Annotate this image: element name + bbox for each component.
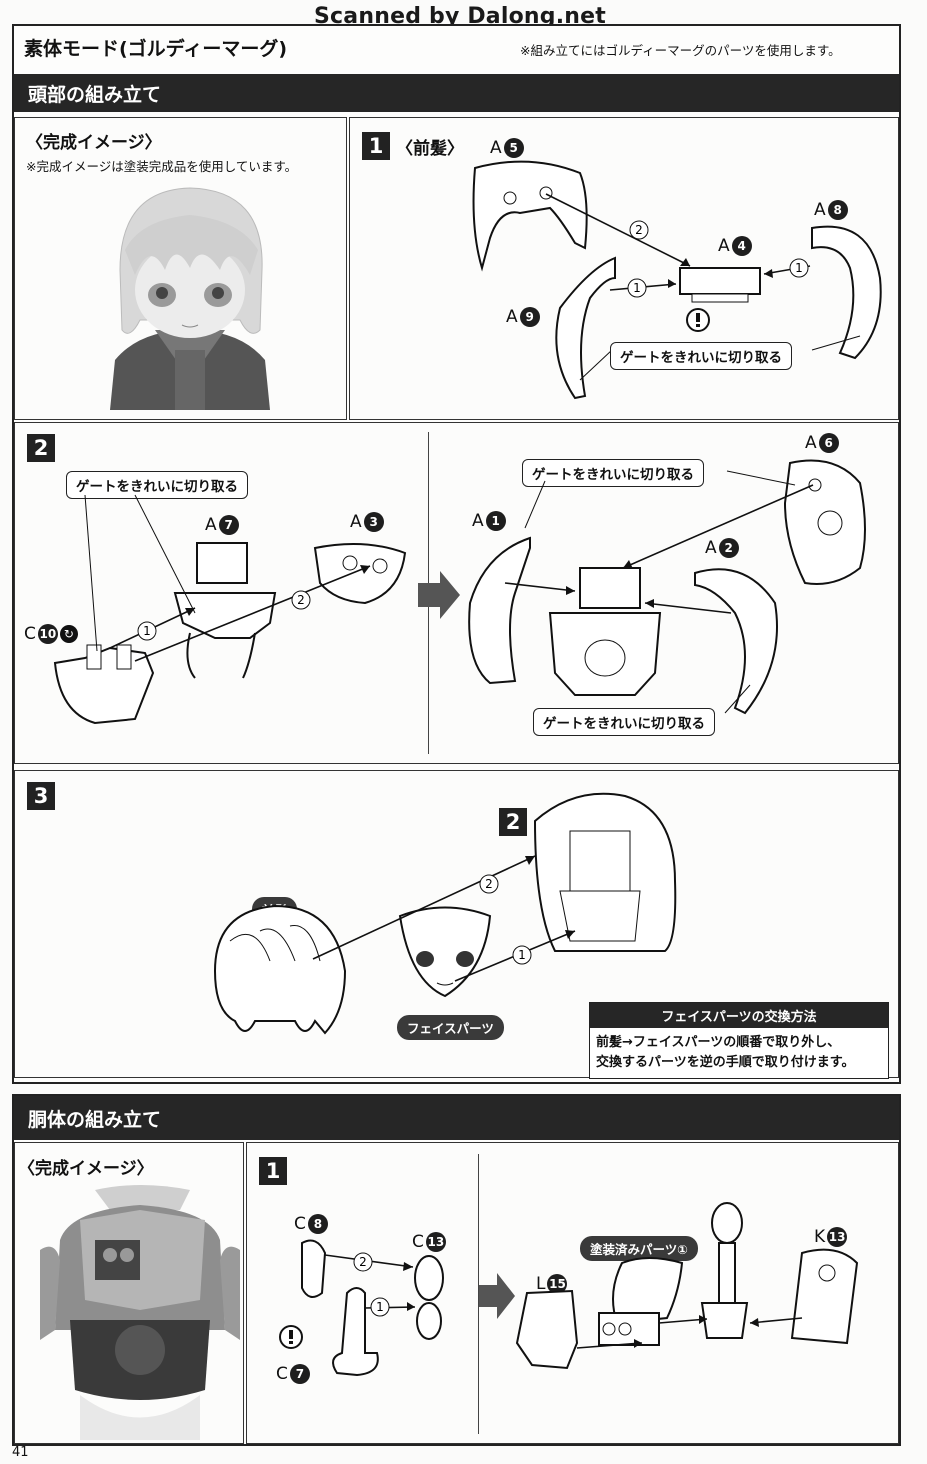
face-swap-info-title: フェイスパーツの交換方法 [590,1003,888,1028]
step2-gate-callout-left: ゲートをきれいに切り取る [66,471,248,499]
face-swap-info-line1: 前髪→フェイスパーツの順番で取り外し、 [596,1035,841,1050]
torso-step1-divider [478,1154,479,1434]
head-complete-illustration [110,187,270,410]
page-number: 41 [12,1445,29,1460]
torso-order-1: 1 [376,1300,384,1314]
step3-diagram: 2 1 [213,792,677,1035]
step2-order-1: 1 [143,624,151,638]
step2-number: 2 [27,434,55,462]
complete-image-heading: 〈完成イメージ〉 [26,133,162,153]
torso-complete-illustration [40,1185,240,1440]
header-title: 素体モード(ゴルディーマーグ) [24,38,288,60]
torso-order-2: 2 [359,1255,367,1269]
step1-diagram: 2 1 1 [472,160,882,400]
torso-section-title: 胴体の組み立て [14,1096,899,1140]
step1-heading: 〈前髪〉 [396,139,464,159]
step2-gate-callout-bottom: ゲートをきれいに切り取る [533,708,715,736]
torso-proceed-arrow-icon [479,1273,515,1319]
face-parts-label: フェイスパーツ [397,1015,504,1040]
rotate-icon: ↻ [59,625,78,643]
face-swap-info-line2: 交換するパーツを逆の手順で取り付けます。 [596,1055,855,1070]
step2-diagram: 1 2 [53,459,866,725]
head-section-title: 頭部の組み立て [14,74,899,112]
step2-gate-callout-top: ゲートをきれいに切り取る [522,459,704,487]
step2-order-2: 2 [297,593,305,607]
step3-sub-number: 2 [499,808,527,836]
step1-order-1a: 1 [633,281,641,295]
header-note: ※組み立てにはゴルディーマーグのパーツを使用します。 [520,43,841,58]
step1-order-1b: 1 [795,261,803,275]
face-swap-info-box: フェイスパーツの交換方法 前髪→フェイスパーツの順番で取り外し、 交換するパーツ… [589,1002,889,1079]
torso-step1-diagram: 2 1 [279,1202,859,1377]
complete-image-note: ※完成イメージは塗装完成品を使用しています。 [26,159,298,174]
step1-gate-callout: ゲートをきれいに切り取る [610,342,792,370]
step1-number: 1 [362,132,390,160]
step3-order-1: 1 [518,948,526,962]
step3-number: 3 [27,782,55,810]
painted-part-label: 塗装済みパーツ① [580,1236,698,1261]
step1-order-2: 2 [635,223,643,237]
torso-complete-image-heading: 〈完成イメージ〉 [18,1159,154,1179]
proceed-arrow-icon [418,571,460,619]
torso-step1-number: 1 [259,1157,287,1185]
step3-order-2: 2 [485,877,493,891]
